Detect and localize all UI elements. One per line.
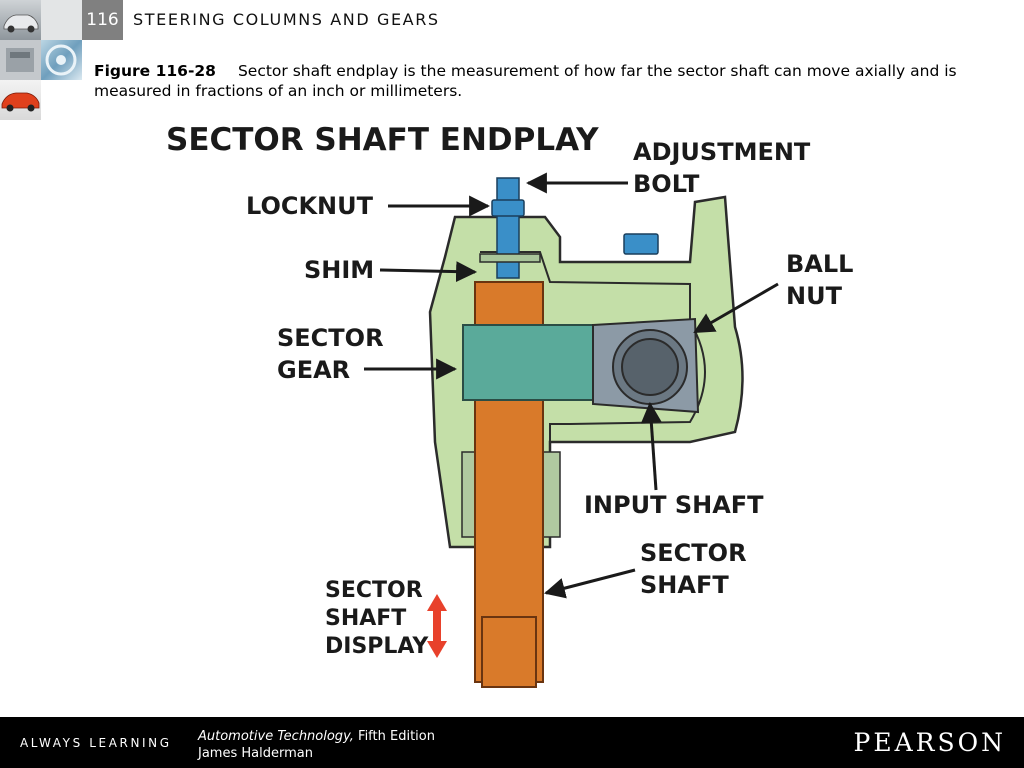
steering-gear-diagram: SECTOR SHAFT ENDPLAY ADJUSTMENT BOLT LOC… [150,112,870,702]
diagram-svg: SECTOR SHAFT ENDPLAY ADJUSTMENT BOLT LOC… [166,122,853,688]
label-display-1: SECTOR [325,578,423,603]
label-shim: SHIM [304,256,374,284]
label-sector-gear-2: GEAR [277,356,350,384]
footer-bar: ALWAYS LEARNING Automotive Technology, F… [0,717,1024,768]
wheel-thumbnail [41,40,82,80]
locknut-shape [491,199,525,217]
label-input-shaft: INPUT SHAFT [584,491,764,519]
header-thumbnail-blank [41,0,82,40]
figure-number: Figure 116-28 [94,62,216,80]
arrow-ball-nut [693,282,779,334]
car-thumbnail-red [0,80,41,120]
book-edition: Fifth Edition [358,729,435,744]
chapter-number: 116 [82,0,123,40]
shim-shape [479,253,541,263]
label-ball: BALL [786,250,853,278]
label-adjustment: ADJUSTMENT [633,138,811,166]
caption-text: Sector shaft endplay is the measurement … [94,62,957,100]
book-title: Automotive Technology, [198,729,354,744]
arrow-input-shaft [640,401,662,491]
label-locknut: LOCKNUT [246,192,374,220]
label-nut: NUT [786,282,843,310]
car-thumbnail-silver [0,0,41,40]
housing-inner-chamber [480,251,706,442]
input-shaft [621,338,679,396]
sector-gear [462,324,594,401]
adjustment-bolt [496,177,520,279]
arrow-shim [379,261,478,283]
cover-bolt [623,233,659,255]
label-display-2: SHAFT [325,606,406,631]
sector-shaft-end [481,616,537,688]
footer-tagline: ALWAYS LEARNING [20,736,172,750]
chapter-title: STEERING COLUMNS AND GEARS [133,10,440,29]
label-sector-shaft-2: SHAFT [640,571,729,599]
label-bolt: BOLT [633,170,700,198]
book-credit: Automotive Technology, Fifth Edition Jam… [198,728,435,762]
arrow-sector-shaft [543,568,636,599]
engine-thumbnail [0,40,41,80]
book-author: James Halderman [198,746,313,761]
diagram-title: SECTOR SHAFT ENDPLAY [166,122,599,158]
label-sector-gear-1: SECTOR [277,324,384,352]
publisher-logo: PEARSON [853,728,1006,757]
endplay-double-arrow [427,594,447,658]
label-sector-shaft-1: SECTOR [640,539,747,567]
label-display-3: DISPLAY [325,634,429,659]
